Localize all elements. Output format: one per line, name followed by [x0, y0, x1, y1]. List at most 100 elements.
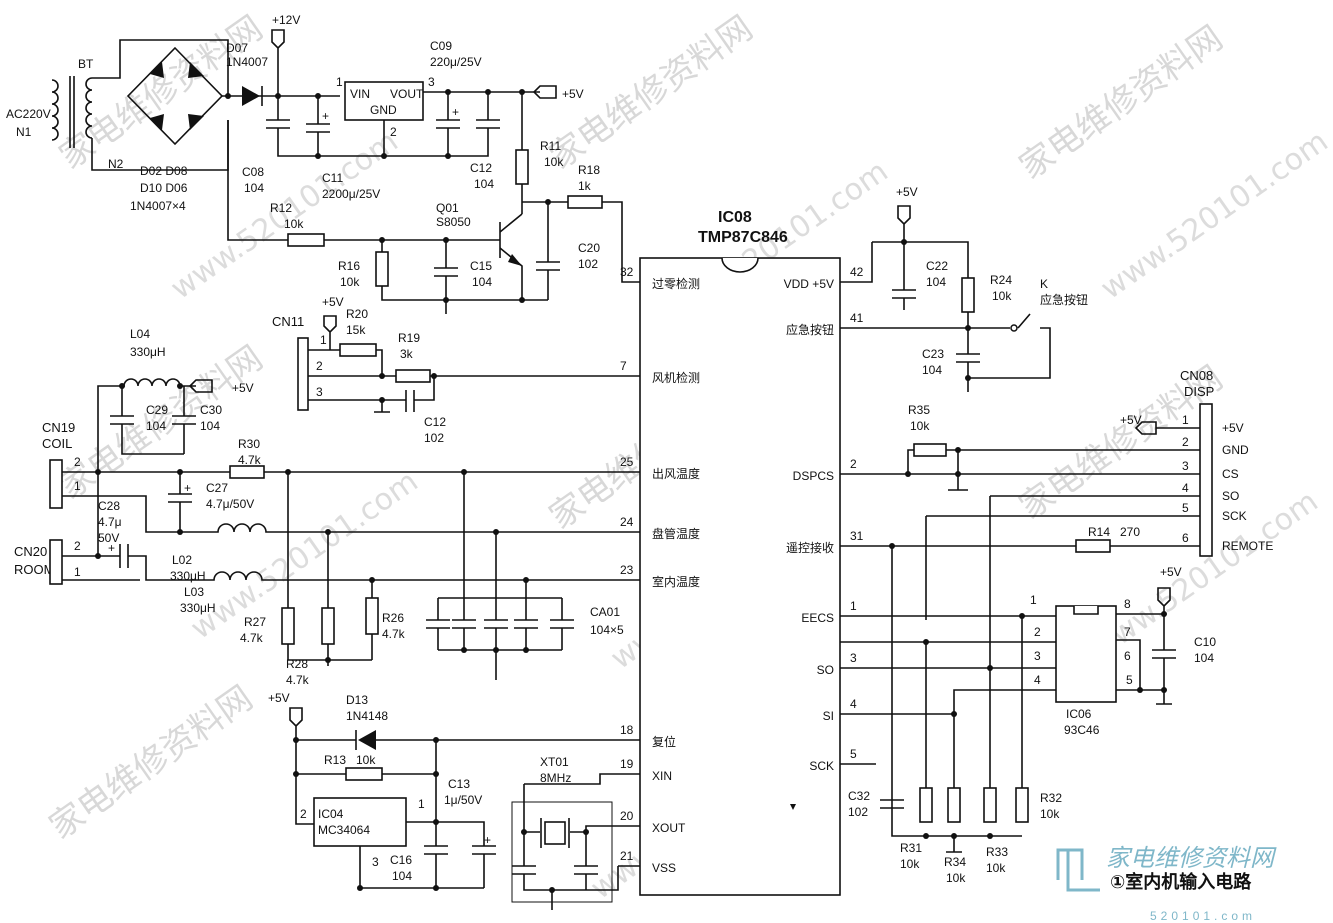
r32-resistor [1015, 787, 1029, 823]
ca01-cap-array [426, 598, 574, 650]
ic06-pin2: 2 [1034, 625, 1041, 639]
r35-value: 10k [910, 419, 930, 433]
ic08-pin-number: 19 [620, 757, 634, 771]
cn19-connector [49, 459, 63, 509]
r31-label: R31 [900, 841, 922, 855]
eeprom-section: IC06 93C46 1 2 3 4 8 7 6 5 +5V C10 104 C… [840, 565, 1216, 885]
n2-label: N2 [108, 157, 124, 171]
transformer-secondary [85, 77, 93, 139]
r13-resistor [345, 767, 383, 781]
ic08-mark [790, 804, 796, 810]
ca01-bus [438, 472, 562, 680]
junction [379, 373, 385, 379]
l04-value: 330μH [130, 345, 166, 359]
c16-cap [424, 845, 448, 888]
junction [461, 469, 467, 475]
so-sck-wires [925, 495, 1200, 656]
diodes-label-2: D10 D06 [140, 181, 188, 195]
cn08-pin-label: REMOTE [1222, 539, 1273, 553]
r19-value: 3k [400, 347, 414, 361]
c08-label: C08 [242, 165, 264, 179]
ic08-pin-number: 18 [620, 723, 634, 737]
junction [177, 383, 183, 389]
switch-contact [1010, 324, 1018, 332]
cn08-pin-label: +5V [1222, 421, 1244, 435]
l04-inductor [97, 378, 196, 472]
plus-sign: + [108, 541, 115, 555]
junction [987, 833, 993, 839]
logo-mark-icon [1056, 848, 1100, 892]
ic08-notch [721, 257, 759, 273]
c15-label: C15 [470, 259, 492, 273]
junction [225, 93, 231, 99]
c27-cap [168, 472, 192, 532]
c23-label: C23 [922, 347, 944, 361]
reg-gnd: GND [370, 103, 397, 117]
c13-value: 1μ/50V [444, 793, 482, 807]
xt01-label: XT01 [540, 755, 569, 769]
fan-wires [308, 349, 383, 376]
junction [315, 93, 321, 99]
ic08-pin-label: 过零检测 [652, 276, 700, 291]
cn19-pin1: 1 [74, 479, 81, 493]
eeprom-bus [840, 615, 1056, 765]
junction [433, 885, 439, 891]
junction [523, 647, 529, 653]
l02-value: 330μH [170, 569, 206, 583]
r35-label: R35 [908, 403, 930, 417]
d07-type: 1N4007 [226, 55, 268, 69]
junction [523, 577, 529, 583]
pullup-wires [891, 616, 1023, 837]
ic08-pin-label: XIN [652, 769, 672, 783]
c12-wires [308, 376, 435, 401]
junction [433, 737, 439, 743]
ic08-pin-number: 1 [850, 599, 857, 613]
r16-value: 10k [340, 275, 360, 289]
cn11-connector [297, 337, 309, 411]
ic08-pin-label: 风机检测 [652, 370, 700, 385]
diode-glyph [188, 114, 204, 130]
cn11-label: CN11 [272, 314, 304, 329]
ic08-pin-label: XOUT [652, 821, 686, 835]
r18-resistor [567, 195, 603, 209]
ic08-pin-number: 7 [620, 359, 627, 373]
c28-label: C28 [98, 499, 120, 513]
c30-label: C30 [200, 403, 222, 417]
junction [965, 325, 971, 331]
bridge-rectifier [126, 46, 224, 146]
junction [951, 711, 957, 717]
r27-value: 4.7k [240, 631, 264, 645]
cn08-pin-number: 3 [1182, 459, 1189, 473]
cn11-pin3: 3 [316, 385, 323, 399]
c10-label: C10 [1194, 635, 1216, 649]
ic08-pin-label: 出风温度 [652, 466, 700, 481]
watermark-cn: 家电维修资料网 [1012, 18, 1230, 187]
junction [379, 397, 385, 403]
plus12-terminal [271, 29, 285, 96]
junction [443, 297, 449, 303]
r11-resistor [515, 149, 529, 185]
ic08-pin-label: VSS [652, 861, 676, 875]
r12-label: R12 [270, 201, 292, 215]
r14-resistor [1075, 539, 1111, 553]
junction [357, 885, 363, 891]
ground-rail [381, 286, 548, 301]
junction [95, 553, 101, 559]
r19-label: R19 [398, 331, 420, 345]
c12a-label: C12 [470, 161, 492, 175]
disp-plus5: +5V [1120, 413, 1142, 427]
ca01-cap [550, 598, 574, 650]
junction [325, 657, 331, 663]
q01-arrow [508, 254, 522, 266]
junction [177, 529, 183, 535]
l04-label: L04 [130, 327, 150, 341]
reg-vin: VIN [350, 87, 370, 101]
ic06-pin6: 6 [1124, 649, 1131, 663]
r13-label: R13 [324, 753, 346, 767]
c22-label: C22 [926, 259, 948, 273]
junction [443, 237, 449, 243]
junction [445, 89, 451, 95]
r18-value: 1k [578, 179, 592, 193]
ic08-pin-number: 24 [620, 515, 634, 529]
plus-sign: + [452, 105, 459, 119]
